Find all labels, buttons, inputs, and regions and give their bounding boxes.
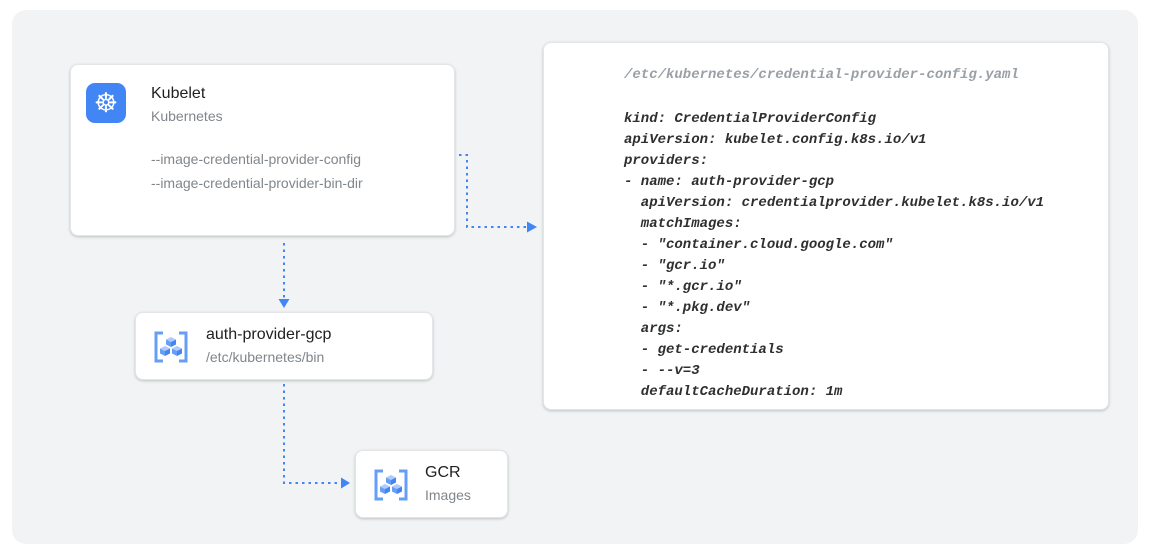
gcr-card: GCR Images	[355, 450, 508, 518]
kubelet-title: Kubelet	[151, 85, 206, 102]
kubernetes-wheel-glyph: ☸	[93, 87, 119, 118]
auth-provider-title: auth-provider-gcp	[206, 326, 332, 343]
kubelet-card: ☸ Kubelet Kubernetes --image-credential-…	[70, 64, 455, 236]
kubelet-subtitle: Kubernetes	[151, 108, 223, 124]
kubelet-flags: --image-credential-provider-config --ima…	[151, 147, 363, 195]
flag-image-credential-provider-config: --image-credential-provider-config	[151, 151, 362, 167]
container-registry-icon	[154, 331, 188, 363]
config-yaml-content: kind: CredentialProviderConfig apiVersio…	[624, 111, 1045, 400]
auth-provider-gcp-card: auth-provider-gcp /etc/kubernetes/bin	[135, 312, 433, 380]
gcr-title: GCR	[425, 464, 461, 481]
auth-provider-subtitle: /etc/kubernetes/bin	[206, 349, 325, 365]
config-file-path: /etc/kubernetes/credential-provider-conf…	[624, 67, 1019, 83]
container-registry-icon	[374, 469, 408, 501]
config-yaml-card: /etc/kubernetes/credential-provider-conf…	[543, 42, 1109, 410]
flag-image-credential-provider-bin-dir: --image-credential-provider-bin-dir	[151, 175, 363, 191]
gcr-subtitle: Images	[425, 487, 471, 503]
kubernetes-icon: ☸	[86, 83, 126, 123]
